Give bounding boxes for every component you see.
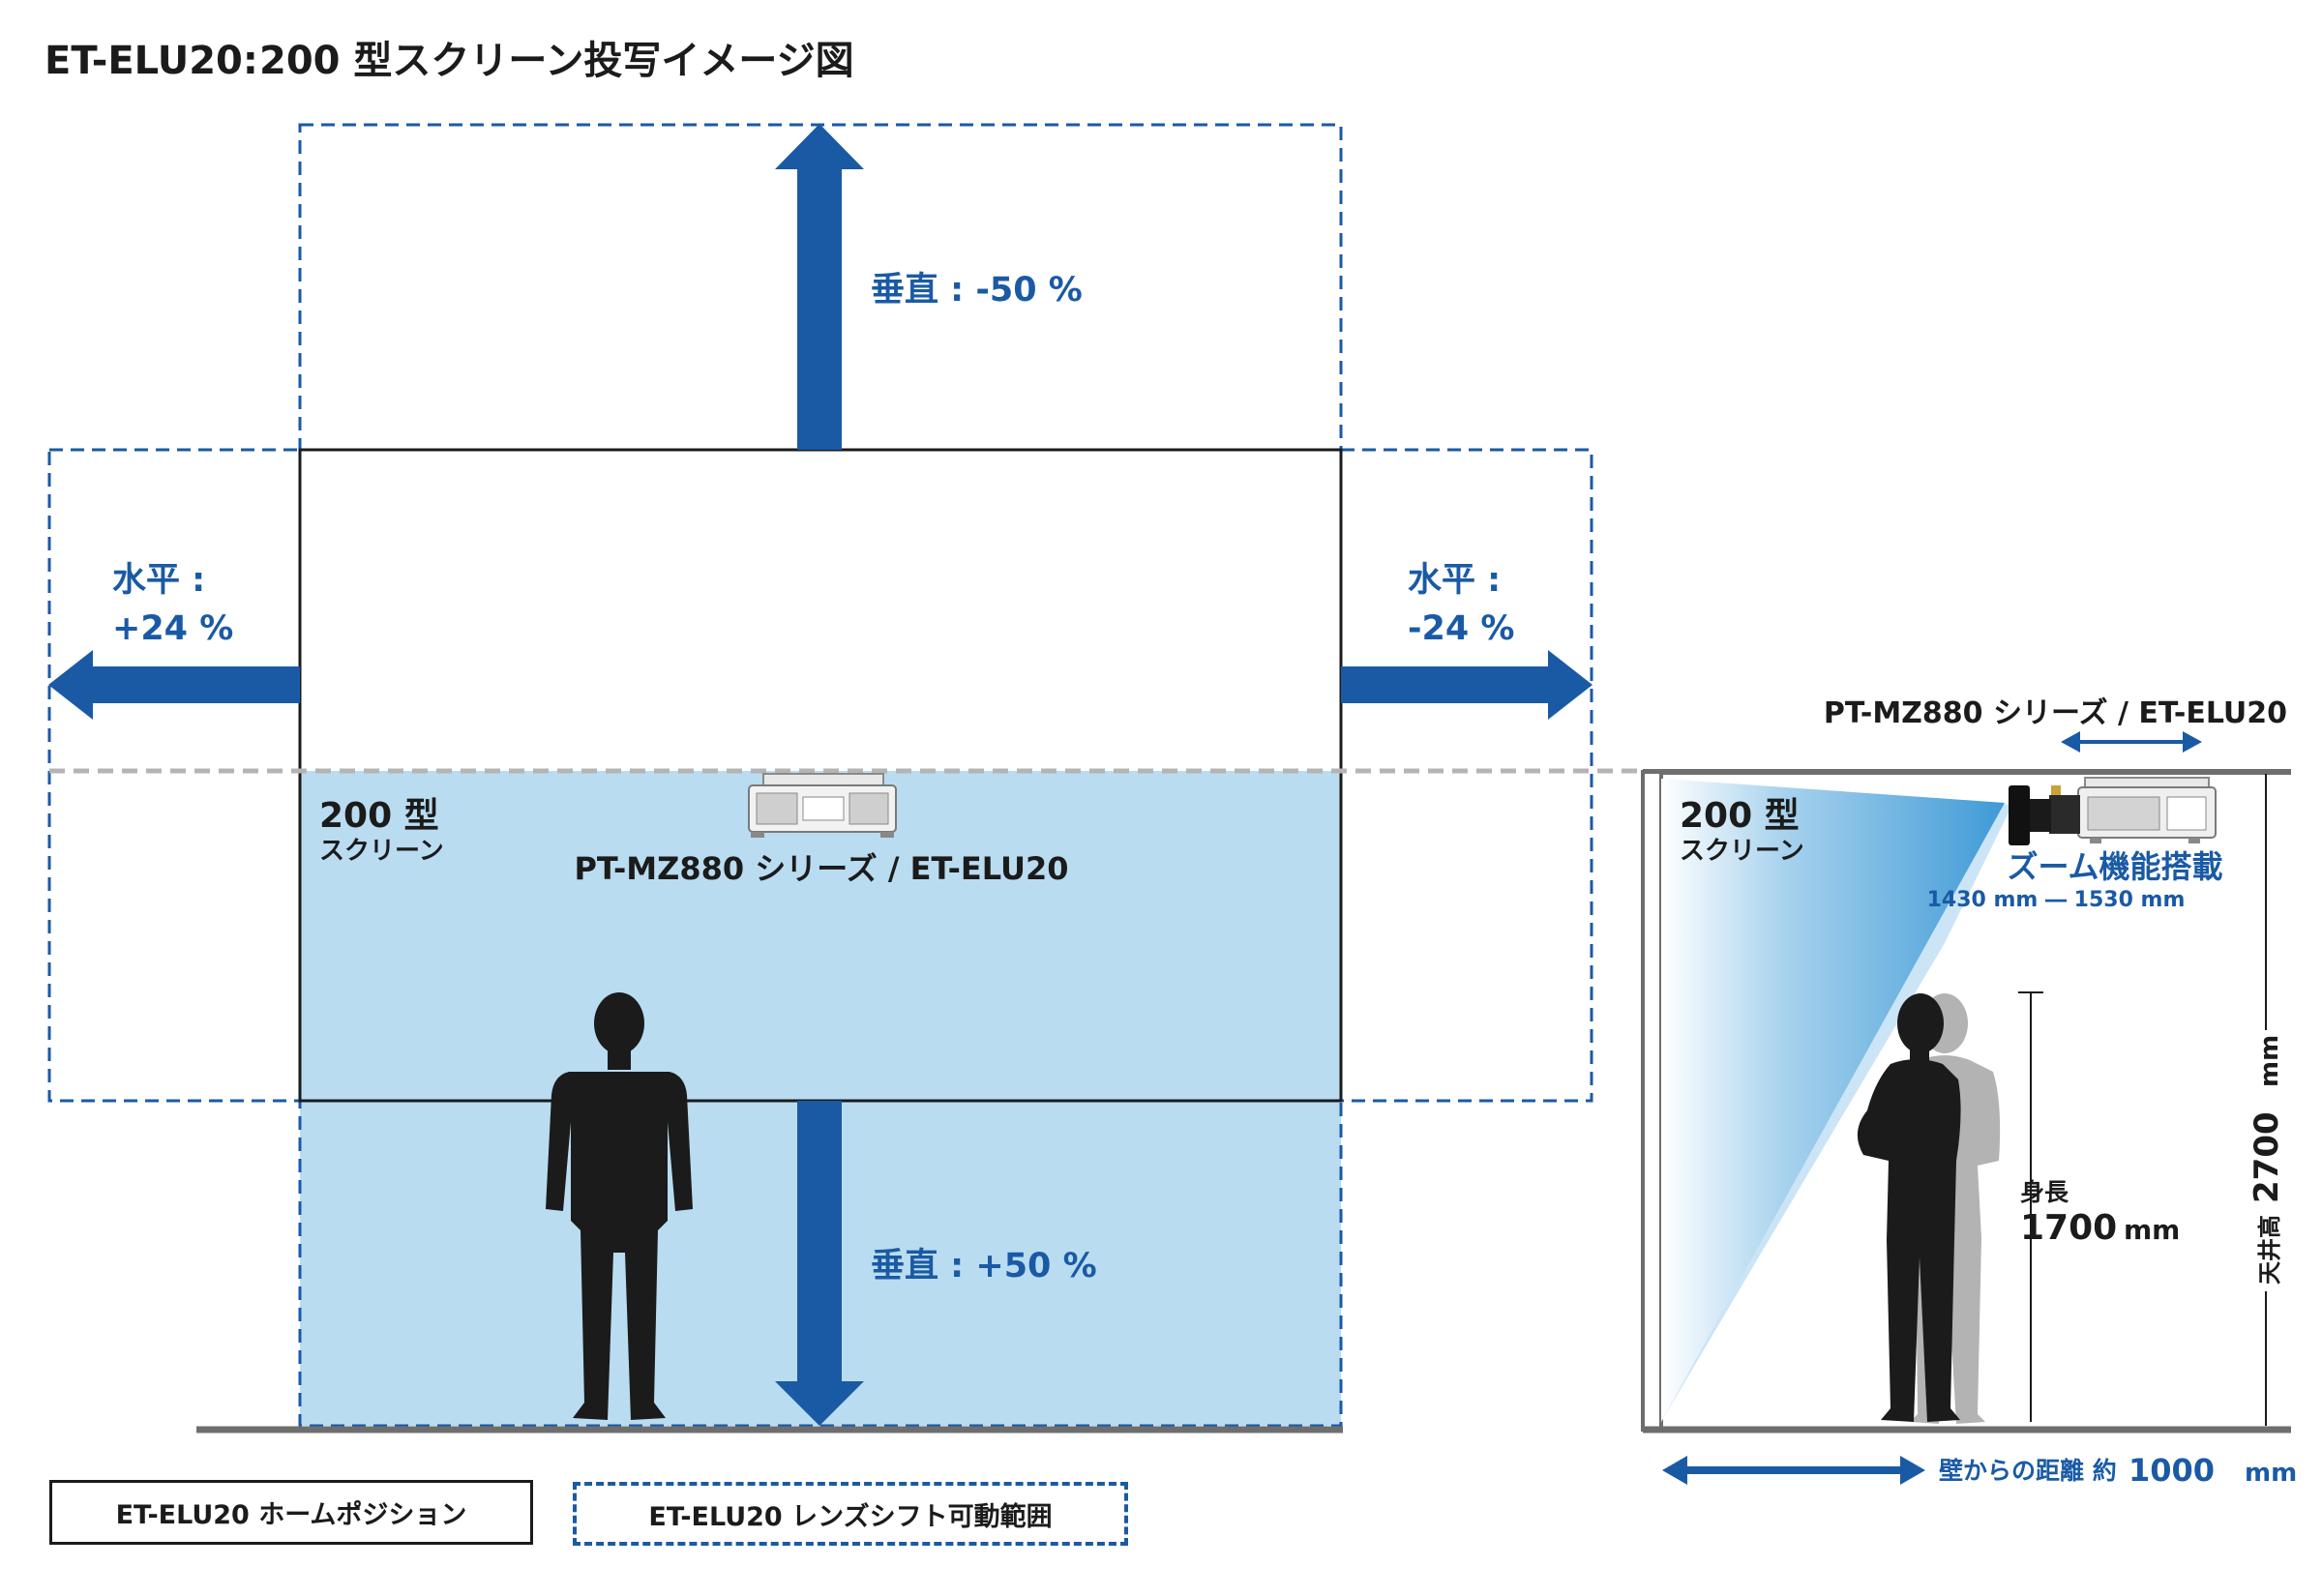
ceiling-height-unit: mm bbox=[2255, 1035, 2284, 1087]
legend-home-position: ET-ELU20 ホームポジション bbox=[49, 1480, 533, 1545]
projection-beam bbox=[1661, 779, 2005, 1422]
side-screen-type-label: スクリーン bbox=[1680, 837, 1804, 866]
shift-range-left bbox=[47, 448, 302, 1103]
ceiling-height-text: 天井高 bbox=[2256, 1215, 2283, 1285]
horizontal-left-label-2: +24 % bbox=[112, 609, 233, 648]
ceiling-height-value: 2700 bbox=[2248, 1111, 2286, 1203]
vertical-down-label: 垂直 : +50 % bbox=[871, 1247, 1097, 1286]
zoom-feature-label: ズーム機能搭載 bbox=[2007, 848, 2222, 885]
title-prefix: ET-ELU20: bbox=[45, 39, 258, 83]
distance-value: 1000 bbox=[2128, 1452, 2215, 1489]
front-view: 垂直 : -50 % 垂直 : +50 % 水平 : +24 % 水平 : -2… bbox=[47, 123, 1645, 1433]
page-title: 200 型スクリーン投写イメージ図 bbox=[259, 39, 854, 83]
screen-size-label: 200 型 bbox=[319, 796, 439, 836]
person-front-silhouette bbox=[546, 992, 693, 1420]
projector-front-icon bbox=[748, 773, 897, 838]
height-value: 1700 bbox=[2020, 1208, 2117, 1248]
zoom-range-label: 1430 mm ― 1530 mm bbox=[1927, 888, 2186, 912]
ceiling-height-label-bg bbox=[2250, 1030, 2281, 1291]
horizontal-left-label-1: 水平 : bbox=[112, 561, 205, 600]
height-label: 身長 bbox=[2020, 1178, 2069, 1206]
side-projector-label: PT-MZ880 シリーズ / ET-ELU20 bbox=[1824, 696, 2287, 730]
legend-lens-shift-range-label: ET-ELU20 レンズシフト可動範囲 bbox=[648, 1501, 1053, 1532]
legend-home-position-label: ET-ELU20 ホームポジション bbox=[115, 1500, 467, 1530]
wall-screen bbox=[1641, 770, 1663, 1432]
distance-label: 壁からの距離 約 bbox=[1939, 1457, 2117, 1485]
person-side-silhouette bbox=[1857, 993, 1961, 1422]
arrow-down-icon bbox=[775, 1101, 864, 1426]
side-screen-size-label: 200 型 bbox=[1680, 796, 1800, 836]
projector-side-icon bbox=[2009, 777, 2217, 845]
legend-lens-shift-range: ET-ELU20 レンズシフト可動範囲 bbox=[573, 1482, 1128, 1546]
distance-unit: mm bbox=[2245, 1459, 2297, 1488]
projector-front-label: PT-MZ880 シリーズ / ET-ELU20 bbox=[574, 850, 1068, 887]
side-view: PT-MZ880 シリーズ / ET-ELU20 200 型 スクリーン bbox=[1641, 696, 2297, 1489]
screen-type-label: スクリーン bbox=[319, 837, 444, 866]
horizontal-right-label-1: 水平 : bbox=[1408, 561, 1501, 600]
arrow-left-icon bbox=[48, 650, 300, 720]
zoom-double-arrow-icon bbox=[2061, 731, 2202, 753]
height-dimension-line bbox=[2018, 991, 2043, 1422]
shift-range-right bbox=[1339, 448, 1593, 1103]
arrow-up-icon bbox=[775, 124, 864, 450]
height-unit: mm bbox=[2124, 1214, 2180, 1246]
distance-double-arrow-icon bbox=[1662, 1456, 1925, 1485]
arrow-right-icon bbox=[1341, 650, 1593, 720]
ceiling-height-label: 天井高 2700 mm bbox=[2248, 1035, 2286, 1285]
vertical-up-label: 垂直 : -50 % bbox=[871, 271, 1083, 310]
horizontal-right-label-2: -24 % bbox=[1408, 609, 1515, 648]
